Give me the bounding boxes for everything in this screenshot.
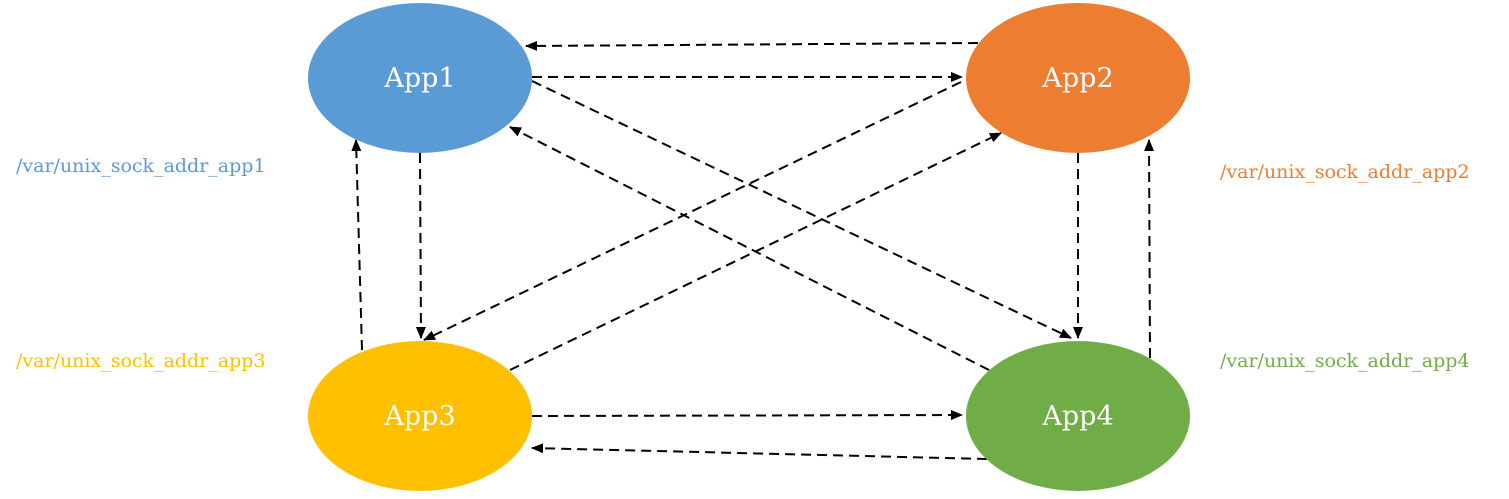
- edge-app2-to-app3: [423, 81, 962, 341]
- node-app4-ellipse: [966, 341, 1190, 491]
- edges-group: [351, 40, 1155, 460]
- node-app2-ellipse: [966, 3, 1190, 153]
- socket-path-app4: /var/unix_sock_addr_app4: [1220, 350, 1470, 372]
- edge-app2-to-app1: [525, 40, 979, 51]
- node-app1: App1: [308, 3, 532, 153]
- node-app4: App4: [966, 341, 1190, 491]
- edge-app4-to-app1: [509, 126, 990, 371]
- edge-app4-to-app2: [1144, 139, 1155, 359]
- node-app2-label: App2: [1041, 63, 1113, 94]
- node-app3: App3: [308, 341, 532, 491]
- node-app3-ellipse: [308, 341, 532, 491]
- node-app3-label: App3: [383, 401, 455, 432]
- edge-app3-to-app1: [351, 139, 363, 351]
- edge-app3-to-app2: [509, 132, 1002, 371]
- node-app1-ellipse: [308, 3, 532, 153]
- socket-path-app1: /var/unix_sock_addr_app1: [16, 155, 266, 177]
- edge-app3-to-app4: [531, 410, 963, 421]
- socket-path-app3: /var/unix_sock_addr_app3: [16, 350, 266, 372]
- edge-app4-to-app3: [531, 443, 988, 460]
- node-app1-label: App1: [383, 63, 455, 94]
- node-app2: App2: [966, 3, 1190, 153]
- edge-app1-to-app3: [415, 152, 426, 339]
- socket-path-app2: /var/unix_sock_addr_app2: [1220, 161, 1470, 183]
- edge-app1-to-app4: [531, 80, 1072, 339]
- node-app4-label: App4: [1041, 401, 1113, 432]
